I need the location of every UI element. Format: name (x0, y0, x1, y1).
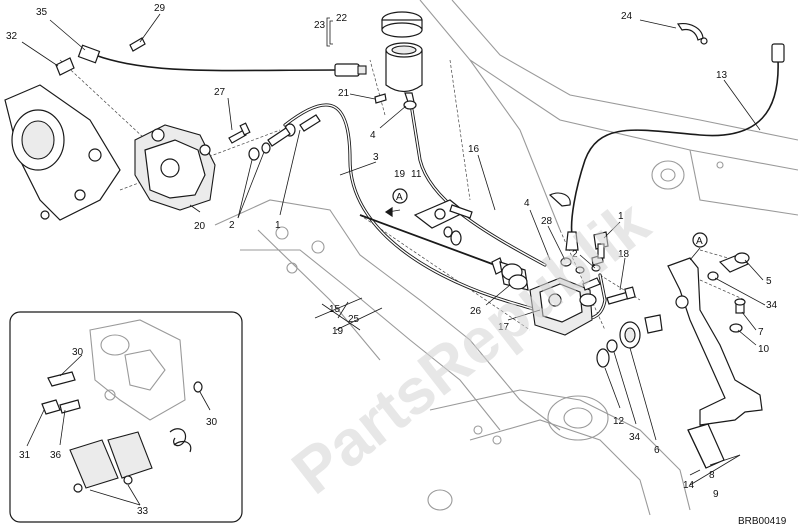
callout-2a: 2 (229, 220, 235, 231)
pedal-return-spring (707, 252, 750, 281)
rear-brake-caliper (134, 124, 216, 211)
callout-17: 17 (498, 322, 510, 333)
callout-31: 31 (19, 450, 31, 461)
callout-24: 24 (621, 11, 633, 22)
callout-5: 5 (766, 276, 772, 287)
callout-18: 18 (618, 249, 630, 260)
callout-32: 32 (6, 31, 18, 42)
hose-clamp-top (403, 100, 417, 110)
marker-a-arrows (384, 188, 708, 261)
callout-14: 14 (683, 480, 695, 491)
watermark: PartsRepublik (279, 186, 663, 508)
speed-sensor-cable (55, 37, 367, 77)
banjo-fitting-left (248, 114, 321, 161)
callout-21: 21 (338, 88, 350, 99)
pedal-stop-screw (729, 298, 746, 333)
caliper-bolt (228, 122, 251, 144)
callout-12: 12 (613, 416, 625, 427)
callout-3: 3 (373, 152, 379, 163)
callout-2b: 2 (572, 249, 578, 260)
callout-19b: 19 (332, 326, 344, 337)
master-cylinder-bracket (413, 199, 473, 229)
callout-33: 33 (137, 506, 149, 517)
callout-1b: 1 (618, 211, 624, 222)
brake-fluid-reservoir (374, 11, 423, 104)
callout-7: 7 (758, 327, 764, 338)
callout-4b: 4 (524, 198, 530, 209)
master-cylinder-washers (443, 226, 462, 246)
master-cylinder-bolt (606, 286, 636, 305)
callout-13: 13 (716, 70, 728, 81)
rear-brake-pedal (667, 257, 763, 469)
rear-master-cylinder (529, 277, 597, 336)
callout-6: 6 (654, 445, 660, 456)
caliper-bracket (4, 84, 121, 221)
banjo-bolt-right (593, 231, 609, 259)
callout-23: 23 (314, 20, 326, 31)
callout-26: 26 (470, 306, 482, 317)
callout-8: 8 (709, 470, 715, 481)
callout-16: 16 (468, 144, 480, 155)
callout-4a: 4 (370, 130, 376, 141)
drawing-code: BRB00419 (738, 516, 787, 527)
master-cylinder-boot (499, 261, 529, 291)
callout-36: 36 (50, 450, 62, 461)
callout-22: 22 (336, 13, 348, 24)
callout-numbers: 35 29 32 23 22 24 13 21 27 4 3 16 19 11 … (6, 3, 778, 517)
callout-27: 27 (214, 87, 226, 98)
callout-29: 29 (154, 3, 166, 14)
callout-9: 9 (713, 489, 719, 500)
marker-a-2: A (696, 236, 703, 247)
callout-35: 35 (36, 7, 48, 18)
callout-15: 15 (329, 304, 341, 315)
callout-34b: 34 (629, 432, 641, 443)
callout-20: 20 (194, 221, 206, 232)
callout-10: 10 (758, 344, 770, 355)
hose-clamp-24 (676, 23, 708, 45)
callout-28: 28 (541, 216, 553, 227)
callout-30b: 30 (206, 417, 218, 428)
callout-30a: 30 (72, 347, 84, 358)
callout-25: 25 (348, 314, 360, 325)
callout-19a: 19 (394, 169, 406, 180)
frame-outline (59, 0, 798, 516)
callout-1a: 1 (275, 220, 281, 231)
leader-lines (21, 13, 766, 506)
marker-a-1: A (396, 192, 403, 203)
pedal-pivot-rings (596, 314, 663, 368)
callout-11: 11 (411, 169, 422, 180)
brake-light-switch-cable (548, 43, 785, 251)
brake-pad-inset (9, 311, 243, 523)
callout-34a: 34 (766, 300, 778, 311)
